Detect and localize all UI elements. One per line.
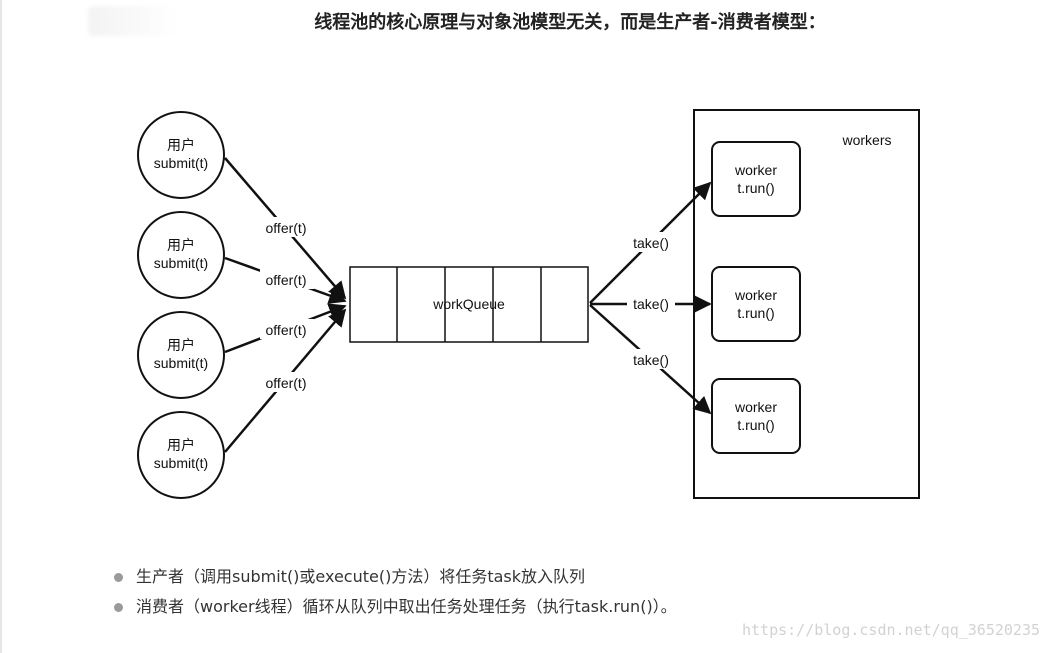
producer-node: 用户 submit(t)	[137, 311, 225, 399]
workers-container: workers	[693, 109, 920, 499]
producer-label: 用户	[167, 437, 195, 453]
blurred-region	[88, 6, 178, 36]
producer-node: 用户 submit(t)	[137, 411, 225, 499]
producer-node: 用户 submit(t)	[137, 211, 225, 299]
workers-title: workers	[841, 132, 891, 148]
bullet-text: 生产者（调用submit()或execute()方法）将任务task放入队列	[136, 567, 586, 586]
take-label: take()	[633, 352, 669, 368]
page-title: 线程池的核心原理与对象池模型无关，而是生产者-消费者模型：	[314, 12, 826, 33]
left-border	[0, 0, 2, 653]
worker-label: worker	[734, 287, 777, 303]
producer-call: submit(t)	[154, 255, 208, 271]
offer-label: offer(t)	[266, 220, 307, 236]
worker-label: worker	[734, 162, 777, 178]
bullet-icon	[114, 603, 123, 612]
worker-call: t.run()	[737, 180, 774, 196]
bullet-text: 消费者（worker线程）循环从队列中取出任务处理任务（执行task.run()…	[136, 597, 677, 616]
producer-label: 用户	[167, 137, 195, 153]
list-item: 生产者（调用submit()或execute()方法）将任务task放入队列	[112, 562, 677, 592]
list-item: 消费者（worker线程）循环从队列中取出任务处理任务（执行task.run()…	[112, 592, 677, 622]
producer-node: 用户 submit(t)	[137, 111, 225, 199]
watermark: https://blog.csdn.net/qq_36520235	[741, 621, 1040, 639]
offer-label: offer(t)	[266, 322, 307, 338]
producer-call: submit(t)	[154, 355, 208, 371]
producer-label: 用户	[167, 237, 195, 253]
take-label: take()	[633, 235, 669, 251]
producer-call: submit(t)	[154, 155, 208, 171]
take-label: take()	[633, 296, 669, 312]
worker-box: worker t.run()	[711, 378, 801, 454]
worker-box: worker t.run()	[711, 266, 801, 342]
worker-call: t.run()	[737, 305, 774, 321]
work-queue: workQueue	[349, 266, 589, 343]
producer-label: 用户	[167, 337, 195, 353]
worker-label: worker	[734, 399, 777, 415]
thread-pool-diagram: 用户 submit(t) 用户 submit(t) 用户 submit(t) 用…	[137, 109, 920, 499]
offer-label: offer(t)	[266, 272, 307, 288]
producer-call: submit(t)	[154, 455, 208, 471]
bullet-icon	[114, 573, 123, 582]
bullet-list: 生产者（调用submit()或execute()方法）将任务task放入队列 消…	[112, 562, 677, 622]
worker-call: t.run()	[737, 417, 774, 433]
worker-box: worker t.run()	[711, 141, 801, 217]
offer-label: offer(t)	[266, 375, 307, 391]
queue-label: workQueue	[432, 296, 505, 312]
